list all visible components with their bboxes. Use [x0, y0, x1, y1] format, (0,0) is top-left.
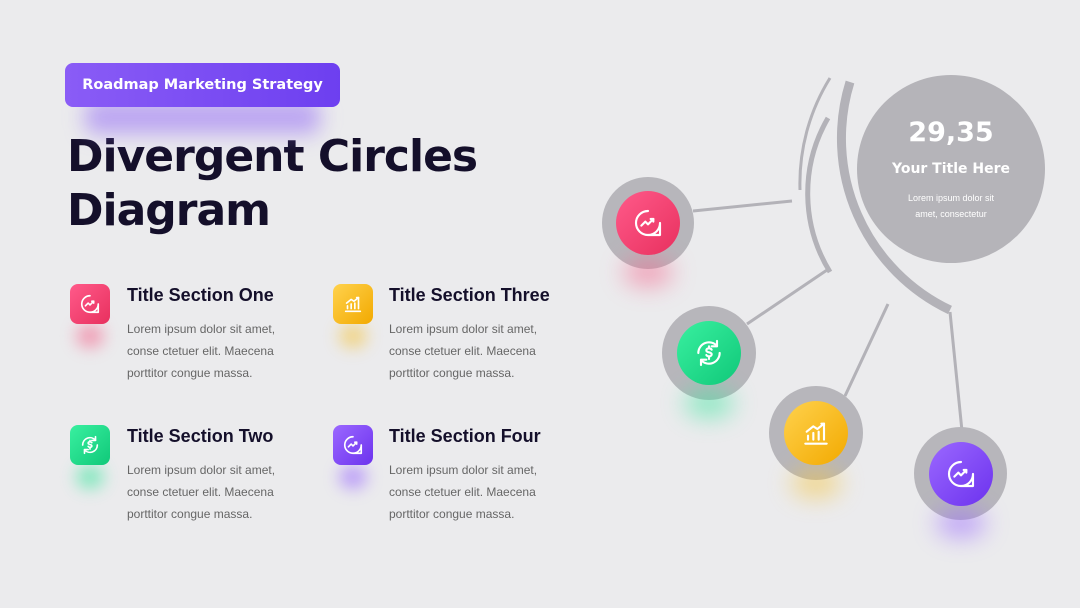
section-three-body: Lorem ipsum dolor sit amet, conse ctetue… [389, 322, 538, 380]
chart-bubble-icon [333, 425, 373, 465]
diagram-node-three [769, 386, 863, 498]
dollar-cycle-icon [677, 321, 741, 385]
section-one-body: Lorem ipsum dolor sit amet, conse ctetue… [127, 322, 276, 380]
highlight-value: 29,35 [908, 117, 994, 148]
section-three: Title Section Three Lorem ipsum dolor si… [333, 284, 583, 394]
diagram-node-one [602, 177, 694, 287]
connector-three [843, 303, 890, 397]
outer-arc-thin [798, 77, 832, 191]
section-two-title: Title Section Two [127, 426, 274, 446]
page-title-line1: Divergent Circles [67, 131, 478, 182]
page-title-line2: Diagram [67, 185, 271, 236]
chart-bubble-icon [928, 441, 993, 506]
section-four-body: Lorem ipsum dolor sit amet, conse ctetue… [389, 463, 538, 521]
connector-two [746, 266, 831, 326]
section-four-title: Title Section Four [389, 426, 541, 446]
section-one: Title Section One Lorem ipsum dolor sit … [70, 284, 320, 394]
category-badge: Roadmap Marketing Strategy [65, 63, 340, 107]
dollar-cycle-icon [70, 425, 110, 465]
highlight-title: Your Title Here [891, 161, 1011, 177]
diagram-node-four [914, 427, 1007, 538]
outer-arc [836, 80, 952, 315]
node-three-glow [791, 468, 841, 498]
bar-chart-icon [333, 284, 373, 324]
highlight-circle: 29,35 Your Title Here Lorem ipsum dolor … [857, 75, 1045, 263]
inner-arc [805, 116, 833, 274]
section-four: Title Section Four Lorem ipsum dolor sit… [333, 425, 583, 535]
node-two-glow [684, 388, 734, 418]
section-two: Title Section Two Lorem ipsum dolor sit … [70, 425, 320, 535]
section-two-icon-glow [76, 465, 104, 489]
bar-chart-icon [784, 401, 848, 465]
page-title: Divergent Circles Diagram [67, 130, 587, 238]
section-one-icon-glow [76, 324, 104, 348]
section-three-title: Title Section Three [389, 285, 550, 305]
chart-bubble-icon [616, 191, 680, 255]
section-three-icon-glow [339, 324, 367, 348]
diagram-node-two [662, 306, 756, 418]
highlight-description: Lorem ipsum dolor sit amet, consectetur [907, 193, 995, 219]
node-four-glow [935, 508, 986, 538]
section-one-title: Title Section One [127, 285, 274, 305]
node-one-glow [623, 257, 673, 287]
chart-bubble-icon [70, 284, 110, 324]
section-two-body: Lorem ipsum dolor sit amet, conse ctetue… [127, 463, 276, 521]
section-four-icon-glow [339, 465, 367, 489]
connector-one [692, 199, 793, 213]
connector-four [948, 311, 964, 432]
